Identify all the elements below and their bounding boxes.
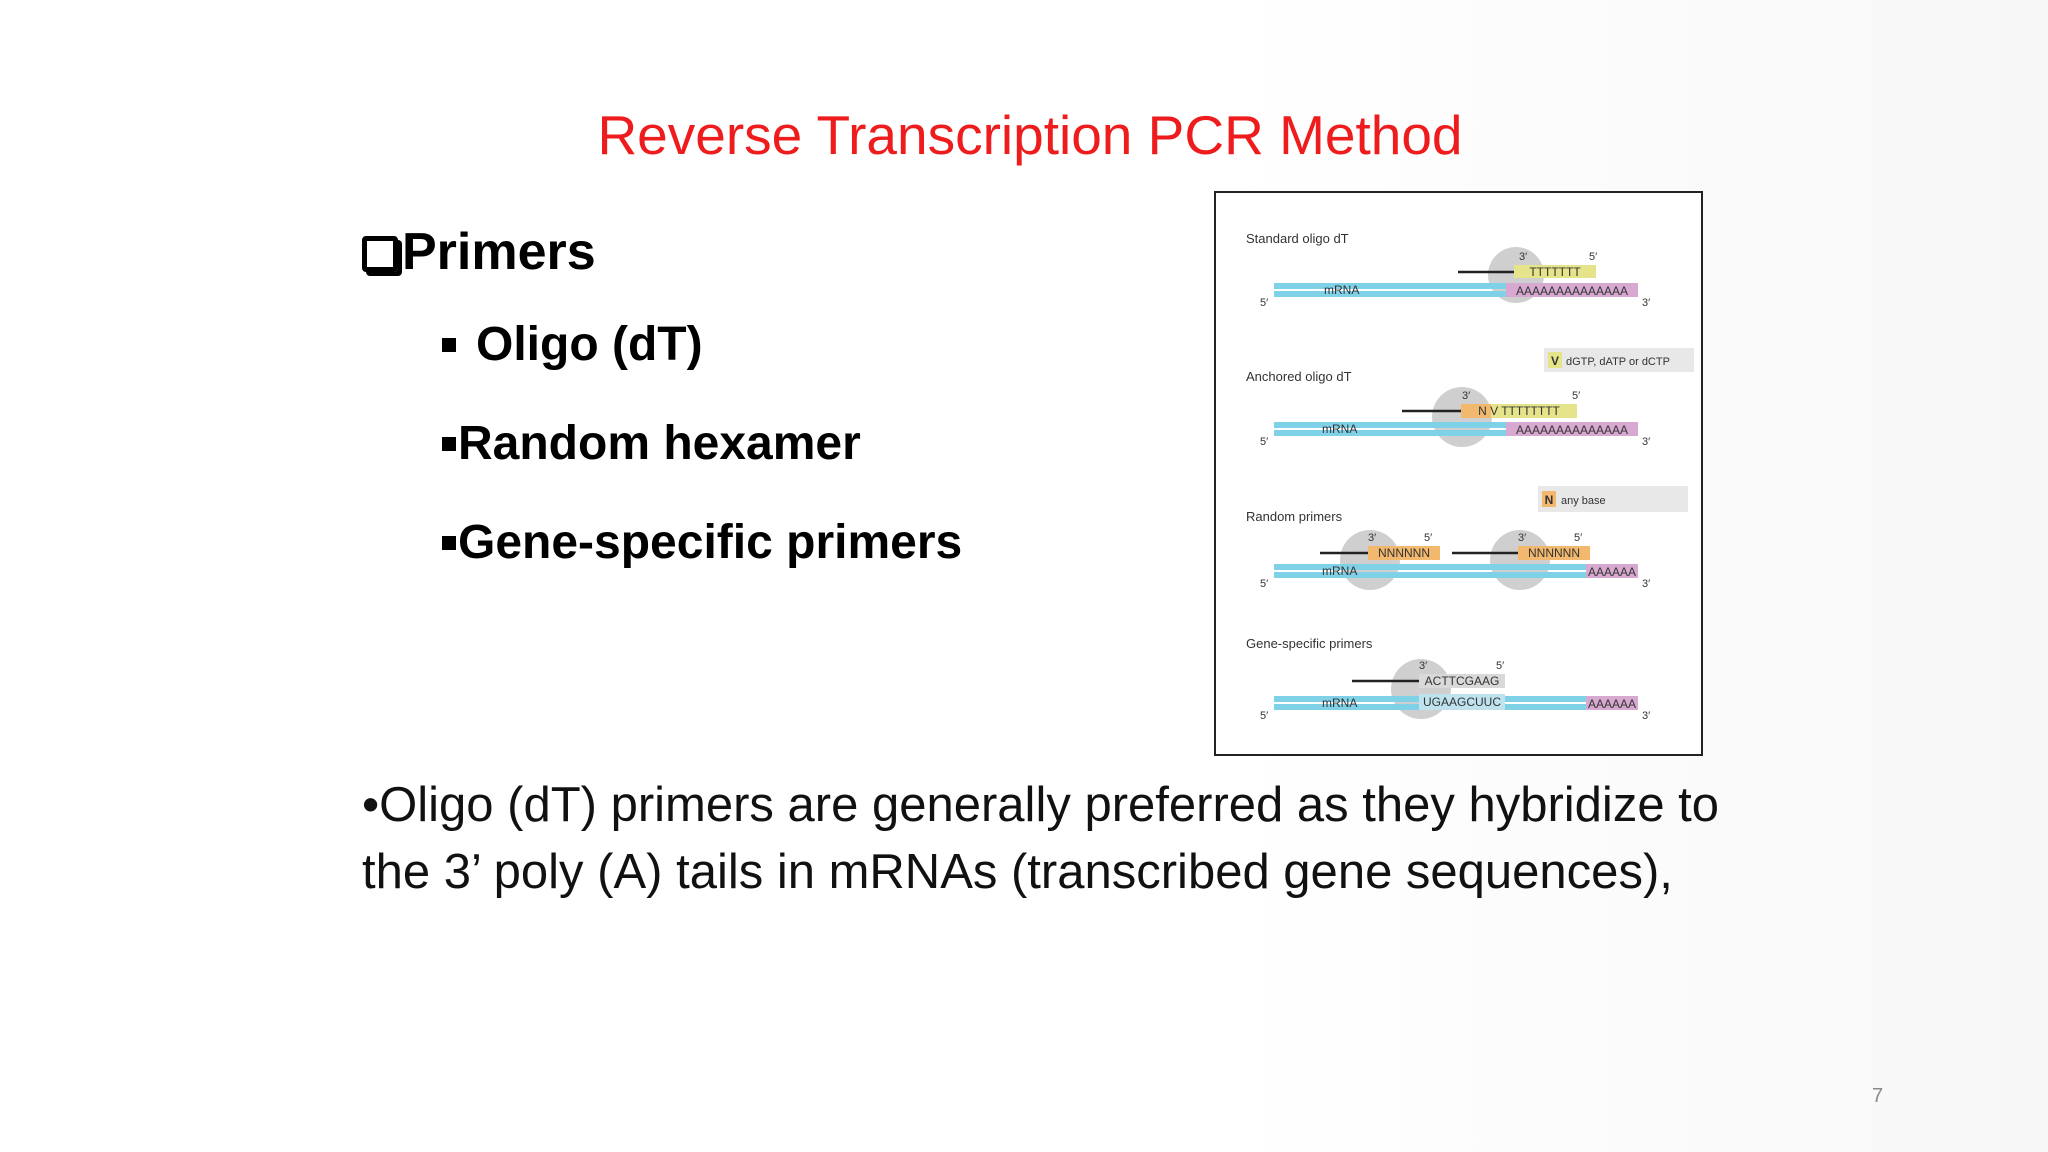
oligo-t-box (1514, 265, 1596, 278)
legend-n-letter: N (1545, 493, 1554, 507)
square-bullet-icon (442, 536, 456, 550)
panel-label-standard: Standard oligo dT (1246, 231, 1349, 246)
three-prime-label: 3′ (1368, 532, 1376, 544)
gene-primer-box (1419, 674, 1505, 688)
mrna-strand (1274, 564, 1588, 570)
square-bullet-icon (442, 437, 456, 451)
random-primer-seq: NNNNNN (1378, 546, 1430, 560)
checkbox-bullet-icon (362, 236, 398, 272)
poly-a-seq: AAAAAA (1588, 565, 1636, 579)
mrna-label: mRNA (1324, 283, 1359, 297)
oligo-t-box (1491, 404, 1577, 418)
mrna-label: mRNA (1322, 564, 1357, 578)
subitem-oligo-dt: Oligo (dT) (442, 317, 703, 373)
panel-label-gene-specific: Gene-specific primers (1246, 636, 1373, 651)
legend-n-box (1538, 486, 1688, 512)
page-number: 7 (1872, 1085, 1884, 1107)
anchor-nv-box (1461, 404, 1491, 418)
random-primer-seq: NNNNNN (1528, 546, 1580, 560)
three-prime-label: 3′ (1462, 390, 1470, 402)
poly-a-seq: AAAAAAAAAAAAAA (1516, 423, 1628, 437)
legend-v-swatch (1548, 352, 1562, 368)
subitem-label: Random hexamer (458, 417, 861, 470)
random-primer-box (1518, 546, 1590, 560)
five-prime-label: 5′ (1260, 297, 1268, 309)
random-primer-box (1368, 546, 1440, 560)
primer-types-figure: Standard oligo dT TTTTTTT 3′ 5′ AAAAAAAA… (1214, 191, 1703, 756)
poly-a-tail (1506, 422, 1638, 436)
primers-heading-text: Primers (402, 223, 596, 281)
three-prime-label: 3′ (1419, 660, 1427, 672)
three-prime-label: 3′ (1642, 436, 1650, 448)
subitem-gene-specific: Gene-specific primers (442, 515, 962, 571)
mrna-label: mRNA (1322, 422, 1357, 436)
poly-a-tail (1506, 283, 1638, 297)
slide-title: Reverse Transcription PCR Method (597, 104, 1463, 166)
anchored-primer-seq: N V TTTTTTTT (1478, 404, 1560, 418)
panel-label-random: Random primers (1246, 509, 1343, 524)
five-prime-label: 5′ (1572, 390, 1580, 402)
square-bullet-icon (442, 338, 456, 352)
legend-n-swatch (1542, 491, 1556, 507)
panel-label-anchored: Anchored oligo dT (1246, 369, 1352, 384)
explanation-paragraph: •Oligo (dT) primers are generally prefer… (362, 778, 1720, 899)
legend-v-text: dGTP, dATP or dCTP (1566, 356, 1670, 368)
subitem-random-hexamer: Random hexamer (442, 416, 861, 472)
mrna-strand (1274, 572, 1588, 578)
mrna-strand (1274, 430, 1512, 436)
oligo-t-seq: TTTTTTT (1529, 265, 1581, 279)
poly-a-tail (1586, 696, 1638, 710)
five-prime-label: 5′ (1260, 578, 1268, 590)
five-prime-label: 5′ (1260, 710, 1268, 722)
mrna-strand (1274, 291, 1512, 297)
three-prime-label: 3′ (1518, 532, 1526, 544)
five-prime-label: 5′ (1424, 532, 1432, 544)
poly-a-tail (1586, 564, 1638, 578)
mrna-strand (1274, 422, 1512, 428)
legend-v-letter: V (1551, 354, 1559, 368)
subitem-label: Oligo (dT) (476, 318, 703, 371)
mrna-strand (1274, 283, 1512, 289)
five-prime-label: 5′ (1589, 251, 1597, 263)
primers-heading: Primers (362, 222, 596, 282)
five-prime-label: 5′ (1260, 436, 1268, 448)
gene-target-region (1419, 694, 1505, 710)
three-prime-label: 3′ (1642, 297, 1650, 309)
gene-target-seq: UGAAGCUUC (1423, 695, 1501, 709)
mrna-label: mRNA (1322, 696, 1357, 710)
poly-a-seq: AAAAAAAAAAAAAA (1516, 284, 1628, 298)
legend-n-text: any base (1561, 495, 1606, 507)
five-prime-label: 5′ (1496, 660, 1504, 672)
five-prime-label: 5′ (1574, 532, 1582, 544)
three-prime-label: 3′ (1519, 251, 1527, 263)
primer-diagram: Standard oligo dT TTTTTTT 3′ 5′ AAAAAAAA… (1246, 231, 1694, 722)
three-prime-label: 3′ (1642, 710, 1650, 722)
gene-primer-seq: ACTTCGAAG (1425, 674, 1500, 688)
poly-a-seq: AAAAAA (1588, 697, 1636, 711)
three-prime-label: 3′ (1642, 578, 1650, 590)
legend-v-box (1544, 348, 1694, 372)
subitem-label: Gene-specific primers (458, 516, 963, 569)
